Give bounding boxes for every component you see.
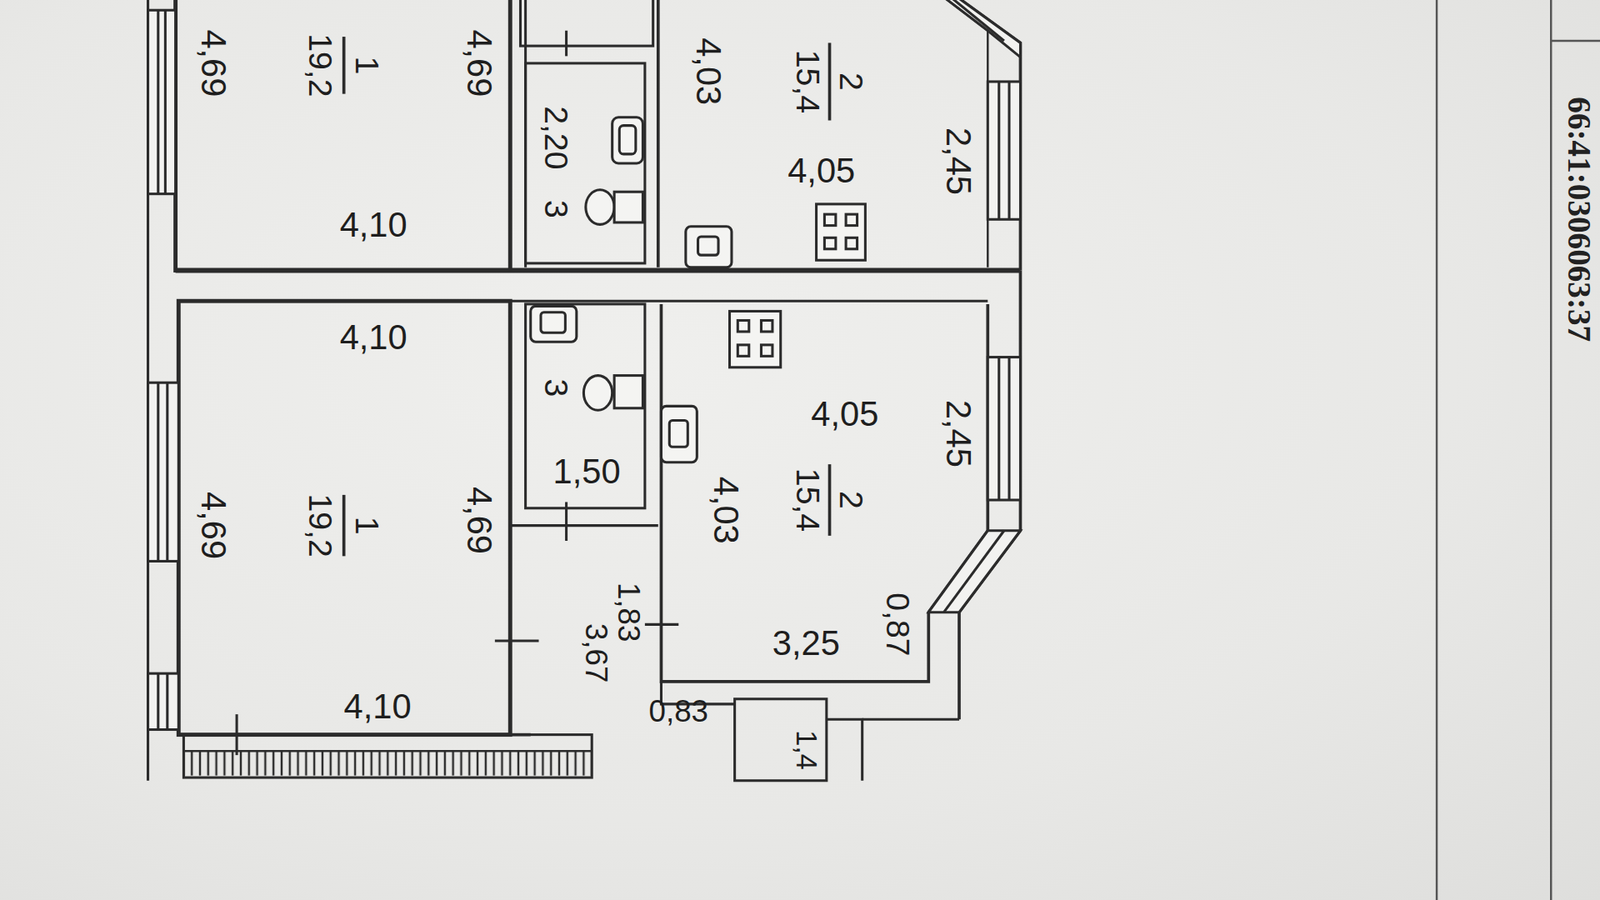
dimension: 4,05 — [787, 153, 855, 189]
dimension: 4,69 — [196, 29, 232, 97]
room-area: 3 — [540, 200, 573, 219]
dimension: 4,10 — [344, 689, 412, 725]
walls — [148, 0, 1021, 781]
dimension: 4,03 — [709, 476, 745, 545]
room: 4,10 4,69 19,2 1 4,69 4,10 — [178, 300, 510, 735]
dimension: 1,4 — [791, 730, 820, 770]
dimension: 0,83 — [649, 695, 709, 727]
room-area: 3 — [540, 378, 573, 397]
room-area: 1 — [350, 55, 384, 75]
room: 4,69 19,2 1 4,69 4,10 — [175, 0, 511, 270]
room: 1,833,67 — [510, 525, 659, 735]
dimension: 4,03 — [691, 37, 727, 105]
dimension: 4,69 — [462, 486, 498, 555]
room: 4,03 15,4 2 4,05 2,45 — [658, 0, 1021, 268]
room-area: 2 — [835, 490, 868, 510]
room-area: 15,4 — [791, 50, 825, 114]
dimension: 2,45 — [941, 127, 977, 195]
room-area: 19,2 — [304, 493, 337, 557]
dimension: 2,45 — [941, 400, 977, 468]
dimension: 1,83 — [613, 582, 645, 642]
room-area: 15,4 — [791, 468, 825, 532]
room: 4,05 2,45 4,03 15,4 2 3,25 0,87 — [660, 304, 988, 682]
room-area: 0,87 — [881, 592, 915, 656]
room: 2,20 3 — [525, 63, 645, 264]
dimension: 4,05 — [810, 395, 879, 431]
room-area: 2 — [835, 72, 868, 91]
dimension: 4,69 — [462, 29, 498, 97]
room-area: 2,20 — [540, 105, 573, 170]
sheet-frame — [1436, 0, 1600, 900]
fraction-bars — [344, 36, 830, 556]
dimension: 4,10 — [340, 207, 408, 243]
windows — [148, 0, 1021, 730]
room-area: 19,2 — [304, 33, 337, 97]
door-marks — [236, 30, 679, 755]
cadastral-number: 66:41:0306063:37 — [1563, 96, 1596, 342]
balcony — [183, 735, 592, 778]
room: 31,50 — [525, 304, 645, 509]
dimension: 3,25 — [772, 625, 840, 661]
dimension: 4,69 — [196, 491, 232, 560]
dimension: 1,50 — [553, 454, 621, 490]
dimension: 4,10 — [340, 319, 408, 355]
room-area: 1 — [350, 516, 384, 535]
dimension: 3,67 — [580, 623, 612, 683]
